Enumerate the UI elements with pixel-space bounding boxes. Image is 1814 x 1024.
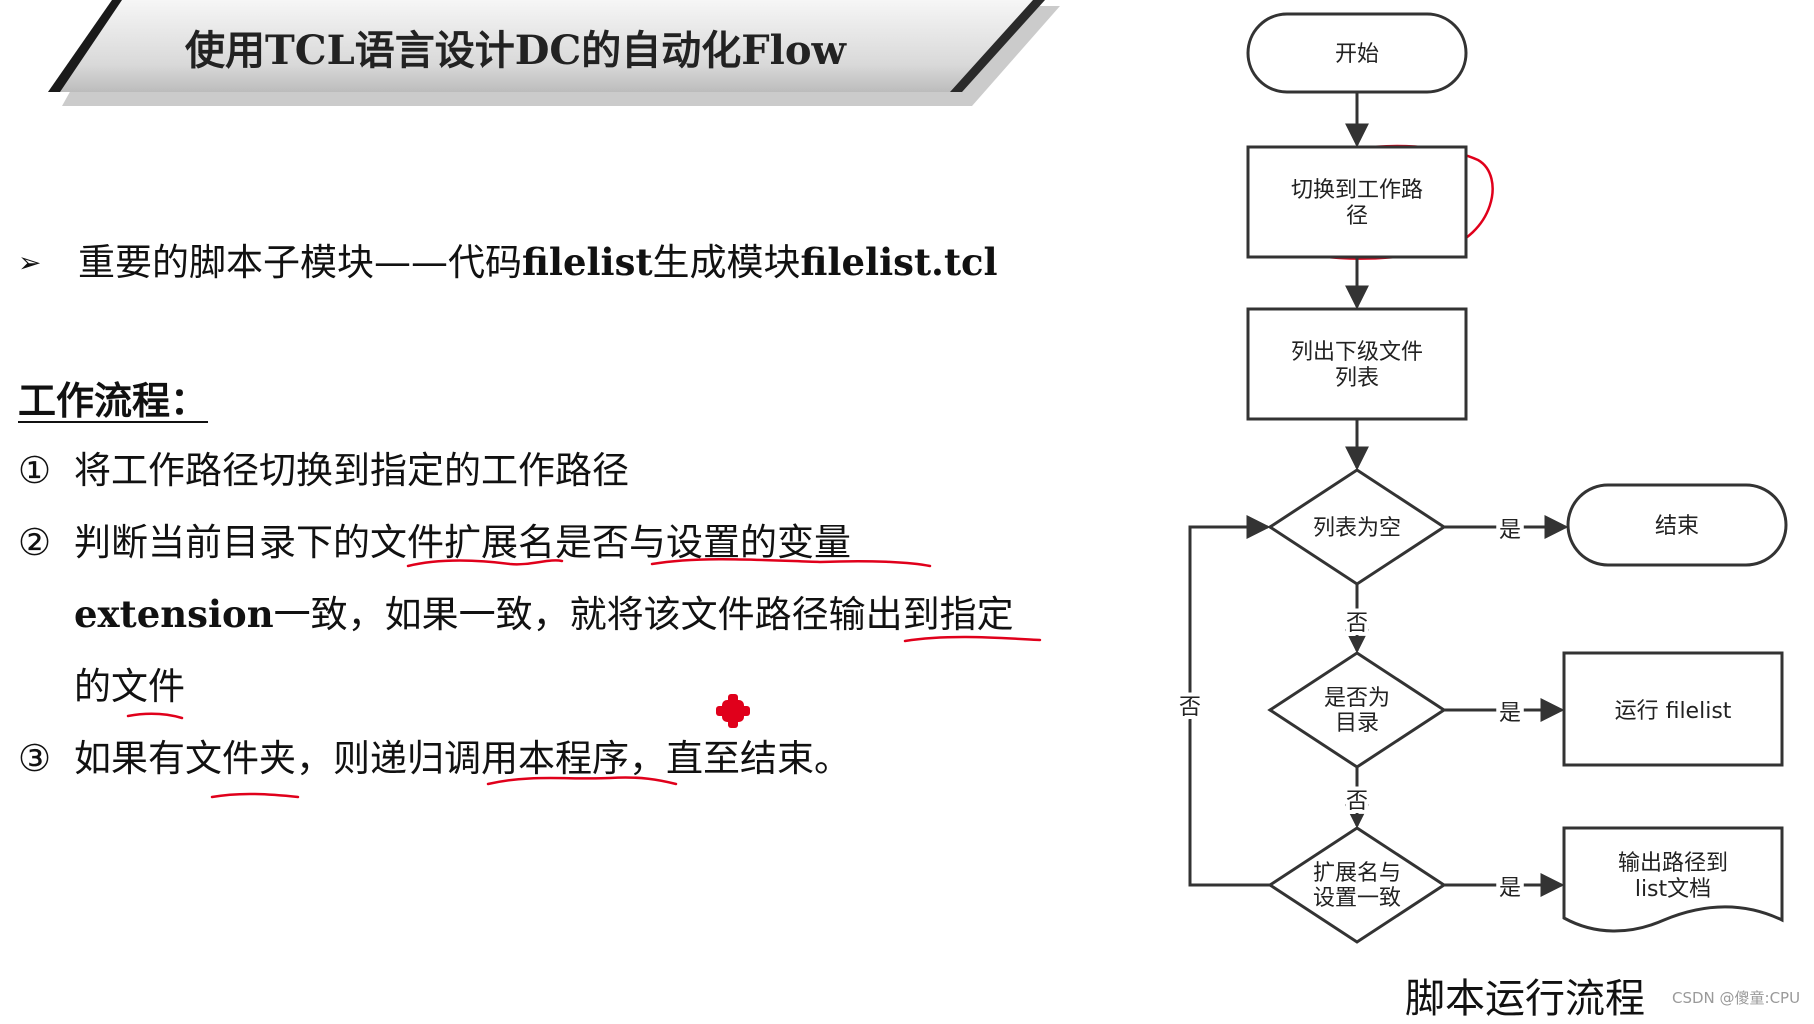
node-is-dir-label-2: 目录 — [1335, 711, 1379, 736]
edge-label-no-loop: 否 — [1179, 695, 1201, 720]
flowchart: 开始 切换到工作路 径 列出下级文件 列表 列表为空 结束 是否为 目录 运行 … — [1175, 12, 1788, 944]
edge-label-yes-empty: 是 — [1499, 518, 1521, 543]
node-ext-match-label-1: 扩展名与 — [1313, 861, 1401, 886]
step-3-text: 如果有文件夹，则递归调用本程序，直至结束。 — [74, 737, 851, 780]
bullet-text-cn: 重要的脚本子模块——代码 — [78, 241, 522, 284]
node-run-filelist-shape — [1562, 651, 1784, 767]
pointer-mark-icon — [716, 694, 750, 728]
bullet-text-latin2: filelist.tcl — [800, 240, 998, 284]
bullet-arrow-icon: ➢ — [18, 246, 42, 279]
flowchart-caption: 脚本运行流程 — [1405, 976, 1645, 1022]
step-1-text: 将工作路径切换到指定的工作路径 — [74, 449, 629, 492]
step-2: ② 判断当前目录下的文件扩展名是否与设置的变量 — [18, 512, 851, 566]
edge-ext-no-loop — [1188, 515, 1271, 887]
node-ext-match-shape — [1267, 826, 1447, 944]
step-3: ③ 如果有文件夹，则递归调用本程序，直至结束。 — [18, 728, 851, 782]
node-run-filelist-label: 运行 filelist — [1615, 699, 1732, 724]
edge-label-yes-ext: 是 — [1499, 876, 1521, 901]
edge-label-no-empty: 否 — [1346, 611, 1368, 636]
edge-label-yes-dir: 是 — [1499, 701, 1521, 726]
step-1-number: ① — [18, 449, 52, 492]
step-2-number: ② — [18, 521, 52, 564]
step-2-line3: 的文件 — [74, 665, 185, 708]
slide-title: 使用TCL语言设计DC的自动化Flow — [185, 27, 846, 74]
step-3-number: ③ — [18, 737, 52, 780]
step-2-text: 判断当前目录下的文件扩展名是否与设置的变量 — [74, 521, 851, 564]
node-start-label: 开始 — [1335, 42, 1379, 67]
watermark: CSDN @傻童:CPU — [1672, 989, 1801, 1007]
underline-wenjianjia — [210, 792, 300, 799]
section-heading: 工作流程： — [18, 379, 209, 423]
node-switch-dir-label-1: 切换到工作路 — [1291, 178, 1423, 203]
step-2-continuation: extension一致，如果一致，就将该文件路径输出到指定 — [74, 584, 1014, 638]
step-1: ① 将工作路径切换到指定的工作路径 — [18, 440, 629, 494]
step-2-extension-word: extension — [74, 592, 274, 636]
underline-wenjian — [126, 712, 184, 720]
node-switch-dir-label-2: 径 — [1346, 204, 1368, 229]
node-output-label-2: list文档 — [1635, 877, 1711, 902]
node-ext-match-label-2: 设置一致 — [1313, 886, 1401, 911]
node-end-label: 结束 — [1655, 514, 1699, 539]
node-is-dir-label-1: 是否为 — [1324, 686, 1390, 711]
bullet-line: ➢ 重要的脚本子模块——代码filelist生成模块filelist.tcl — [18, 232, 998, 286]
node-output-label-1: 输出路径到 — [1618, 851, 1728, 876]
step-2-cont-text: 一致，如果一致，就将该文件路径输出到指定 — [273, 593, 1014, 636]
bullet-text-latin: filelist — [522, 240, 653, 284]
node-output-shape — [1562, 826, 1784, 933]
node-list-empty-label: 列表为空 — [1313, 516, 1401, 541]
node-list-files-label-2: 列表 — [1335, 366, 1379, 391]
edge-label-no-dir: 否 — [1346, 789, 1368, 814]
node-list-files-label-1: 列出下级文件 — [1291, 340, 1423, 365]
bullet-text-cn2: 生成模块 — [652, 241, 801, 284]
title-banner — [48, 0, 1060, 106]
